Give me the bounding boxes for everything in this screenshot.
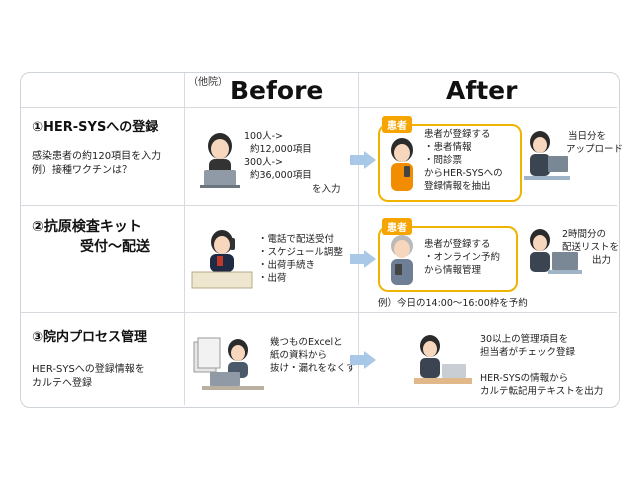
row1-before-3: 300人-> <box>244 157 284 168</box>
row2-before-2: ・スケジュール調整 <box>258 247 343 258</box>
row2-example: 例）今日の14:00～16:00枠を予約 <box>378 298 528 309</box>
row2-after-side-3: 出力 <box>592 255 612 266</box>
before-note: （他院） <box>188 77 228 88</box>
row3-after-2: 担当者がチェック登録 <box>480 347 576 358</box>
row3-after-4: HER-SYSの情報から <box>480 373 569 384</box>
row3-before-2: 紙の資料から <box>270 350 328 361</box>
row3-before-1: 幾つものExcelと <box>270 337 343 348</box>
relaxed-worker-laptop-icon <box>414 335 472 384</box>
row1-after-box <box>378 124 522 202</box>
row3-after-1: 30以上の管理項目を <box>480 334 569 345</box>
row2-after-side-2: 配送リストを <box>562 242 620 253</box>
staff-computer-icon <box>524 131 570 180</box>
row2-before-3: ・出荷手続き <box>258 260 316 271</box>
row-divider-2 <box>21 312 617 313</box>
row1-before-2: 約12,000項目 <box>250 144 312 155</box>
row2-title-2: 受付～配送 <box>80 239 150 255</box>
row2-before-4: ・出荷 <box>258 273 287 284</box>
overwhelmed-paperwork-icon <box>193 337 264 390</box>
row1-after-2: ・患者情報 <box>424 142 472 153</box>
before-heading: Before <box>230 76 324 105</box>
row1-before-4: 約36,000項目 <box>250 170 312 181</box>
row-divider-1 <box>21 205 617 206</box>
row3-before-3: 抜け・漏れをなくす <box>270 363 356 374</box>
row1-before-1: 100人-> <box>244 131 284 142</box>
row2-before-1: ・電話で配送受付 <box>258 234 335 245</box>
row3-title: ③院内プロセス管理 <box>32 330 148 345</box>
row3-desc-2: カルテへ登録 <box>32 378 92 389</box>
row1-title: ①HER-SYSへの登録 <box>32 120 159 135</box>
row1-after-side-2: アップロード <box>566 144 624 155</box>
col-divider-1 <box>184 73 185 405</box>
row1-desc-2: 例）接種ワクチンは？ <box>32 165 132 176</box>
elderly-patient-smartphone-icon <box>391 235 413 285</box>
row2-after-3: から情報管理 <box>424 265 482 276</box>
row1-patient-tag: 患者 <box>382 116 412 133</box>
row3-after-5: カルテ転記用テキストを出力 <box>480 386 604 397</box>
header-divider <box>21 107 617 108</box>
col-divider-2 <box>358 73 359 405</box>
row2-patient-tag: 患者 <box>382 218 412 235</box>
row3-desc-1: HER-SYSへの登録情報を <box>32 364 145 375</box>
row1-before-5: を入力 <box>312 184 341 195</box>
after-heading: After <box>446 76 518 105</box>
row1-after-side-1: 当日分を <box>568 131 607 142</box>
row2-after-2: ・オンライン予約 <box>424 252 501 263</box>
row1-after-3: ・問診票 <box>424 155 463 166</box>
row1-desc-1: 感染患者の約120項目を入力 <box>32 151 162 162</box>
row2-after-1: 患者が登録する <box>424 239 491 250</box>
row2-after-side-1: 2時間分の <box>562 229 607 240</box>
operator-headset-icon <box>530 229 582 274</box>
worried-woman-laptop-icon <box>200 133 240 188</box>
row1-after-1: 患者が登録する <box>424 129 491 140</box>
row1-after-4: からHER-SYSへの <box>424 168 503 179</box>
patient-smartphone-icon <box>391 138 413 191</box>
row2-title: ②抗原検査キット <box>32 219 142 235</box>
row1-after-5: 登録情報を抽出 <box>424 181 491 192</box>
stressed-phone-worker-icon <box>191 230 253 289</box>
